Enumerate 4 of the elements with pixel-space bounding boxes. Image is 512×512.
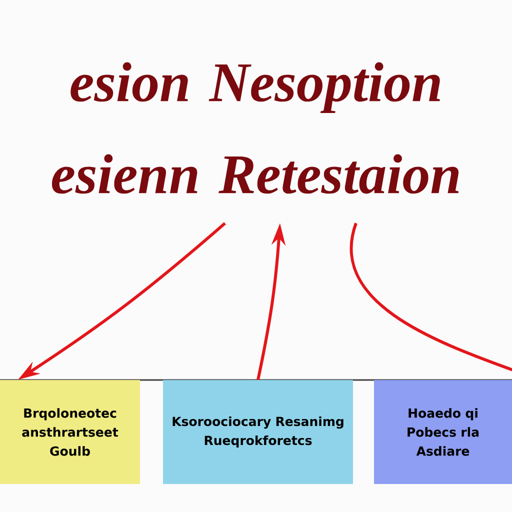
text-box: Ksoroociocary Resanimg Rueqrokforetcs bbox=[163, 380, 353, 484]
text-box: Hoaedo qi Pobecs rla Asdiare bbox=[374, 380, 512, 484]
title-text: esion Nesoption esienn Retestaion bbox=[52, 62, 459, 194]
text-box: Brqoloneotec ansthrartseet Goulb bbox=[0, 380, 140, 484]
